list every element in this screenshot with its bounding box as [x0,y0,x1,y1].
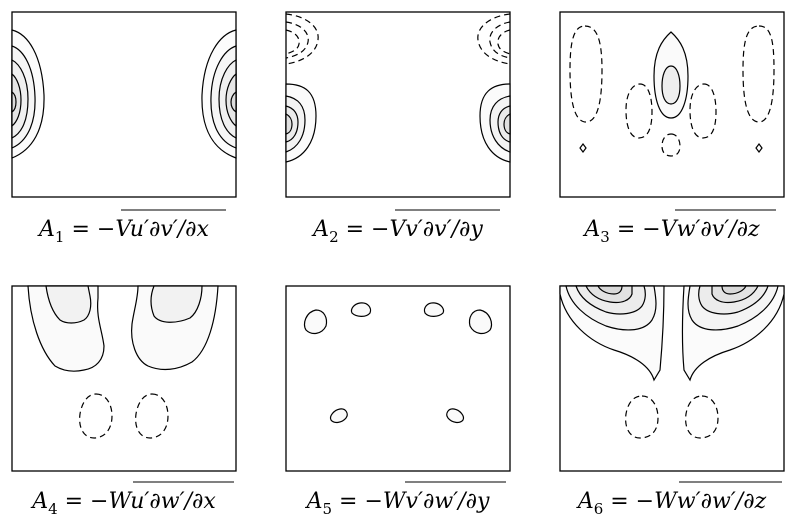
panel-a4-contours [27,285,219,439]
panel-a2-contours [285,13,511,163]
panel-a1-caption: A1 = −Vu′∂v′/∂x [37,217,210,246]
panel-a5: A5 = −Wv′∂w′/∂y [285,285,511,518]
panel-a6-caption: A6 = −Ww′∂w′/∂z [576,489,767,518]
panel-a5-contours [303,302,493,424]
panel-a5-frame [285,285,511,472]
panel-a3: A3 = −Vw′∂v′/∂z [559,11,785,246]
panel-a3-caption: A3 = −Vw′∂v′/∂z [582,217,760,246]
panel-a4-caption: A4 = −Wu′∂w′/∂x [30,489,216,518]
panel-a1: A1 = −Vu′∂v′/∂x [11,11,237,246]
panel-a6-contours [559,285,785,439]
panel-a6-frame [559,285,785,472]
panel-a2: A2 = −Vv′∂v′/∂y [285,11,511,246]
panel-a4-frame [11,285,237,472]
panel-a2-caption: A2 = −Vv′∂v′/∂y [311,217,483,246]
panel-a6: A6 = −Ww′∂w′/∂z [559,285,785,518]
panel-a1-contours [11,29,237,159]
panel-a3-contours [569,25,775,157]
panel-a4: A4 = −Wu′∂w′/∂x [11,285,237,518]
panel-a2-frame [285,11,511,198]
panel-a3-frame [559,11,785,198]
panel-a5-caption: A5 = −Wv′∂w′/∂y [305,489,490,518]
